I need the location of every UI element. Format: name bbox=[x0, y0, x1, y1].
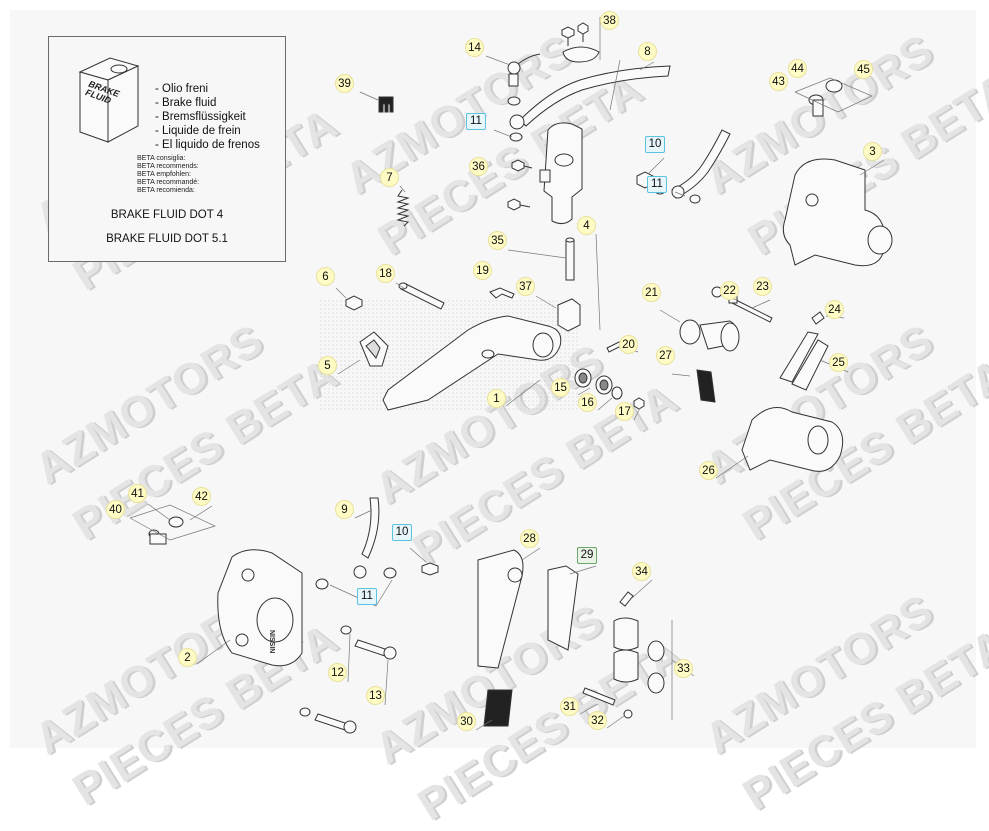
part-callout-12[interactable]: 12 bbox=[328, 663, 347, 682]
part-callout-3[interactable]: 3 bbox=[863, 142, 882, 161]
part-38 bbox=[561, 22, 600, 63]
part-callout-26[interactable]: 26 bbox=[699, 461, 718, 480]
part-callout-33[interactable]: 33 bbox=[674, 659, 693, 678]
part-callout-9[interactable]: 9 bbox=[335, 500, 354, 519]
part-callout-34[interactable]: 34 bbox=[632, 562, 651, 581]
part-callout-20[interactable]: 20 bbox=[619, 335, 638, 354]
beta-recommends: BETA consiglia: BETA recommends: BETA em… bbox=[137, 155, 199, 195]
recommend-line: BETA recomienda: bbox=[137, 187, 195, 194]
part-callout-29[interactable]: 29 bbox=[577, 547, 597, 564]
part-callout-14[interactable]: 14 bbox=[465, 38, 484, 57]
part-callout-41[interactable]: 41 bbox=[128, 484, 147, 503]
part-callout-27[interactable]: 27 bbox=[656, 346, 675, 365]
recommend-line: BETA recommends: bbox=[137, 163, 199, 170]
part-callout-44[interactable]: 44 bbox=[788, 59, 807, 78]
part-callout-25[interactable]: 25 bbox=[829, 353, 848, 372]
part-callout-22[interactable]: 22 bbox=[720, 281, 739, 300]
part-callout-37[interactable]: 37 bbox=[516, 277, 535, 296]
part-callout-17[interactable]: 17 bbox=[615, 402, 634, 421]
part-callout-13[interactable]: 13 bbox=[366, 686, 385, 705]
part-callout-28[interactable]: 28 bbox=[520, 529, 539, 548]
part-callout-39[interactable]: 39 bbox=[335, 74, 354, 93]
language-line: - Brake fluid bbox=[155, 97, 217, 109]
language-line: - Olio freni bbox=[155, 83, 209, 95]
part-callout-6[interactable]: 6 bbox=[316, 267, 335, 286]
part-callout-8[interactable]: 8 bbox=[638, 42, 657, 61]
part-callout-4[interactable]: 4 bbox=[577, 216, 596, 235]
parts-drawing: NISSIN bbox=[129, 17, 893, 734]
part-callout-11[interactable]: 11 bbox=[466, 113, 486, 130]
part-callout-43[interactable]: 43 bbox=[769, 72, 788, 91]
part-callout-40[interactable]: 40 bbox=[106, 500, 125, 519]
part-callout-32[interactable]: 32 bbox=[588, 711, 607, 730]
part-callout-7[interactable]: 7 bbox=[380, 168, 399, 187]
spec-dot4: BRAKE FLUID DOT 4 bbox=[110, 209, 224, 221]
part-callout-11[interactable]: 11 bbox=[647, 176, 667, 193]
nissin-label: NISSIN bbox=[268, 630, 275, 653]
part-callout-31[interactable]: 31 bbox=[560, 697, 579, 716]
language-line: - Bremsflüssigkeit bbox=[155, 111, 246, 123]
part-callout-1[interactable]: 1 bbox=[487, 389, 506, 408]
spec-dot51: BRAKE FLUID DOT 5.1 bbox=[106, 233, 228, 245]
part-callout-10[interactable]: 10 bbox=[645, 136, 665, 153]
part-14 bbox=[507, 53, 541, 106]
part-callout-24[interactable]: 24 bbox=[825, 300, 844, 319]
diagram-canvas: AZMOTORS PIECES BETA AZMOTORS PIECES BET… bbox=[26, 11, 989, 831]
part-callout-38[interactable]: 38 bbox=[600, 11, 619, 30]
part-callout-10[interactable]: 10 bbox=[392, 524, 412, 541]
part-callout-16[interactable]: 16 bbox=[578, 393, 597, 412]
language-line: - Liquide de frein bbox=[155, 125, 241, 137]
recommend-line: BETA empfohlen: bbox=[137, 171, 191, 178]
part-callout-36[interactable]: 36 bbox=[469, 157, 488, 176]
part-callout-35[interactable]: 35 bbox=[488, 231, 507, 250]
part-callout-2[interactable]: 2 bbox=[178, 648, 197, 667]
part-7 bbox=[396, 189, 410, 227]
part-callout-42[interactable]: 42 bbox=[192, 487, 211, 506]
recommend-line: BETA recommandé: bbox=[137, 179, 200, 186]
part-callout-18[interactable]: 18 bbox=[376, 264, 395, 283]
part-callout-45[interactable]: 45 bbox=[854, 60, 873, 79]
part-callout-19[interactable]: 19 bbox=[473, 261, 492, 280]
part-callout-21[interactable]: 21 bbox=[642, 283, 661, 302]
recommend-line: BETA consiglia: bbox=[137, 155, 186, 162]
part-callout-11[interactable]: 11 bbox=[357, 588, 377, 605]
brake-fluid-languages: - Olio freni - Brake fluid - Bremsflüssi… bbox=[155, 82, 260, 152]
part-callout-23[interactable]: 23 bbox=[753, 277, 772, 296]
part-callout-5[interactable]: 5 bbox=[318, 356, 337, 375]
part-callout-30[interactable]: 30 bbox=[457, 712, 476, 731]
part-callout-15[interactable]: 15 bbox=[551, 378, 570, 397]
language-line: - El liquido de frenos bbox=[155, 139, 260, 151]
